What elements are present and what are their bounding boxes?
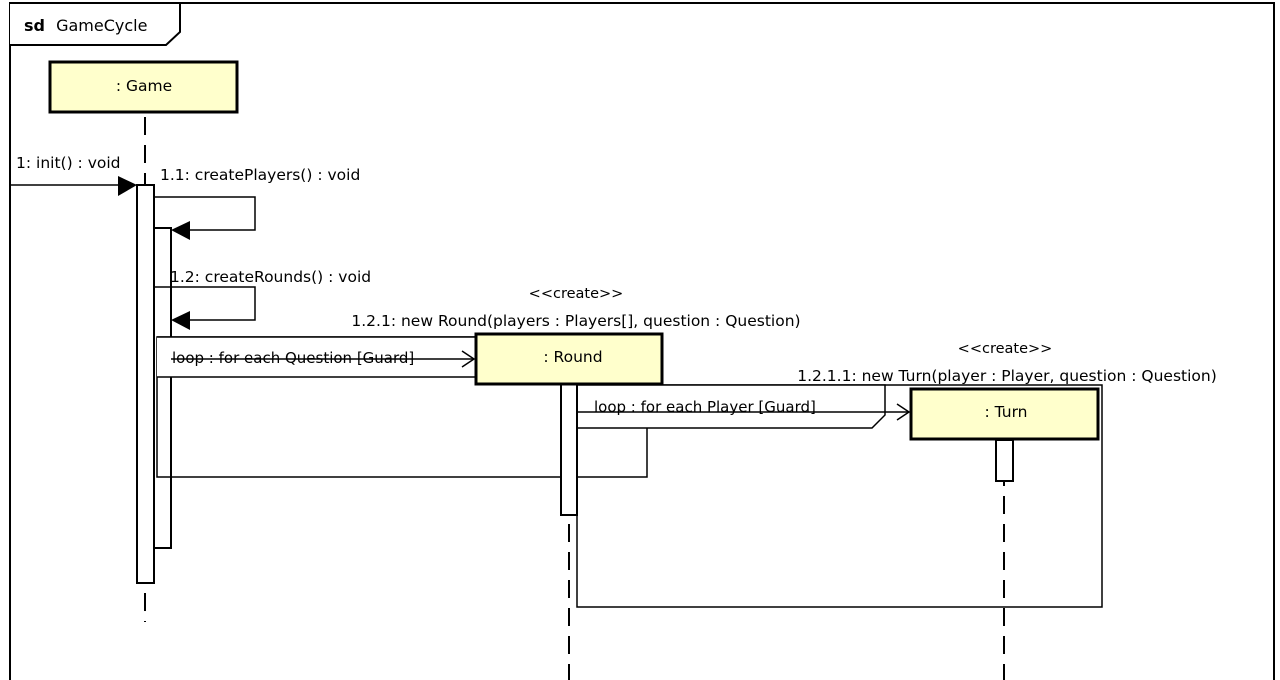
question-loop-label: loop : for each Question [Guard] <box>172 349 414 367</box>
round-lifeline-label: : Round <box>543 348 602 366</box>
game-activation <box>136 184 155 584</box>
game-lifeline-label: : Game <box>116 77 172 95</box>
create-players-message-line <box>154 196 256 231</box>
new-turn-stereotype: <<create>> <box>958 341 1053 357</box>
frame-name: GameCycle <box>56 16 147 35</box>
init-message-arrowhead <box>118 176 137 196</box>
create-players-message-label: 1.1: createPlayers() : void <box>160 166 360 184</box>
init-message-label: 1: init() : void <box>16 154 121 172</box>
turn-lifeline-head <box>909 387 1100 441</box>
player-loop-tab <box>577 384 886 429</box>
new-turn-arrowhead <box>896 403 911 421</box>
new-turn-message-label: 1.2.1.1: new Turn(player : Player, quest… <box>797 367 1217 385</box>
game-nested-activation <box>153 227 172 549</box>
turn-activation <box>995 439 1014 482</box>
create-players-arrowhead <box>171 221 190 240</box>
create-rounds-message-label: 1.2: createRounds() : void <box>170 268 371 286</box>
new-round-stereotype: <<create>> <box>529 286 624 302</box>
game-lifeline-head <box>48 60 239 114</box>
create-rounds-message-line <box>154 286 256 321</box>
player-loop-label: loop : for each Player [Guard] <box>594 398 816 416</box>
round-lifeline-head <box>474 332 664 386</box>
frame-title-tab <box>10 2 181 46</box>
round-activation <box>560 383 578 516</box>
new-round-arrowhead <box>461 350 476 368</box>
new-round-message-label: 1.2.1: new Round(players : Players[], qu… <box>351 312 800 330</box>
turn-lifeline-label: : Turn <box>984 403 1027 421</box>
create-rounds-arrowhead <box>171 311 190 330</box>
frame-keyword: sd <box>24 16 45 35</box>
frame-title: sd GameCycle <box>24 16 147 35</box>
